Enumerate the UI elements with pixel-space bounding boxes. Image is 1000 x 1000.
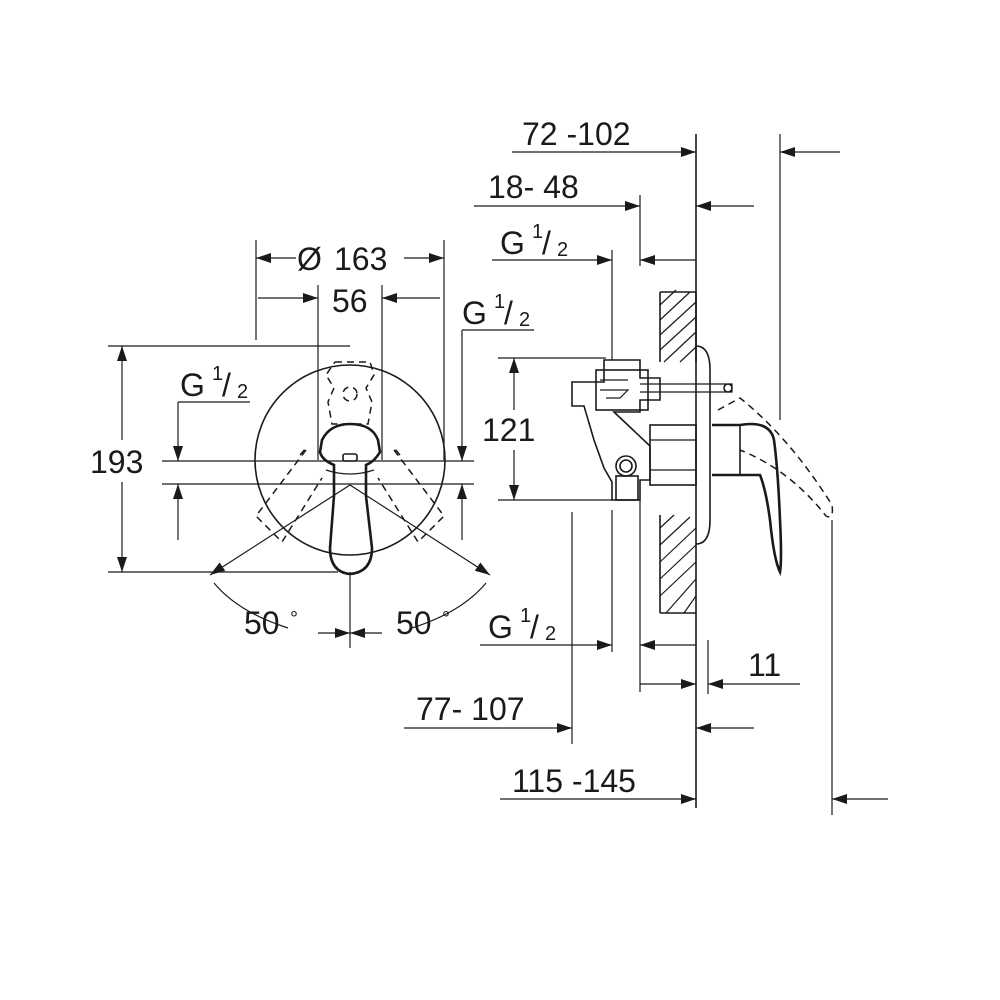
- dim-72-102-label: 72 -102: [522, 116, 631, 152]
- body-height-label: 121: [482, 412, 535, 448]
- svg-text:G: G: [488, 609, 513, 645]
- center-distance-label: 56: [332, 283, 368, 319]
- svg-text:G: G: [180, 367, 205, 403]
- connection-label-front-left: G 1 / 2: [180, 363, 248, 403]
- cartridge-outline: [325, 361, 375, 425]
- svg-text:G: G: [500, 225, 525, 261]
- angle-right-label: 50: [396, 605, 432, 641]
- angle-left-degree: °: [290, 608, 298, 630]
- svg-text:/: /: [222, 367, 231, 403]
- dim-77-107-label: 77- 107: [416, 691, 525, 727]
- svg-text:G: G: [462, 295, 487, 331]
- dim-115-145-label: 115 -145: [512, 763, 636, 799]
- svg-text:2: 2: [237, 381, 248, 403]
- svg-text:2: 2: [545, 623, 556, 645]
- svg-text:/: /: [530, 609, 539, 645]
- front-view: [108, 240, 534, 648]
- connection-label-side-top: G 1 / 2: [500, 221, 568, 261]
- svg-text:/: /: [542, 225, 551, 261]
- wall-hatching: [659, 289, 697, 614]
- side-view: [404, 134, 888, 815]
- diameter-label: 163: [334, 241, 387, 277]
- diameter-symbol: Ø: [297, 241, 322, 277]
- svg-text:1: 1: [494, 291, 505, 313]
- cover-plate: [254, 364, 446, 556]
- handle-swing-ghost: [717, 397, 834, 518]
- connection-label-side-bottom: G 1 / 2: [488, 605, 556, 645]
- connection-label-front-right: G 1 / 2: [462, 291, 530, 331]
- svg-text:/: /: [504, 295, 513, 331]
- angle-right-degree: °: [442, 608, 450, 630]
- handle-ghost-left: [255, 449, 323, 544]
- svg-text:1: 1: [520, 605, 531, 627]
- svg-text:2: 2: [519, 309, 530, 331]
- handle-badge: [342, 453, 358, 462]
- height-label: 193: [90, 444, 143, 480]
- svg-text:1: 1: [212, 363, 223, 385]
- svg-text:2: 2: [557, 239, 568, 261]
- lever-handle-side: [712, 422, 783, 577]
- dim-18-48-label: 18- 48: [488, 169, 579, 205]
- svg-text:1: 1: [532, 221, 543, 243]
- cover-plate-profile: [695, 345, 711, 545]
- lever-handle-front: [318, 422, 382, 576]
- dim-11-label: 11: [748, 647, 781, 683]
- angle-left-label: 50: [244, 605, 280, 641]
- handle-ghost-right: [377, 449, 445, 544]
- dimension-labels: Ø 163 56 193 G 1 / 2 G 1 / 2 50 ° 50 ° 1…: [90, 116, 781, 799]
